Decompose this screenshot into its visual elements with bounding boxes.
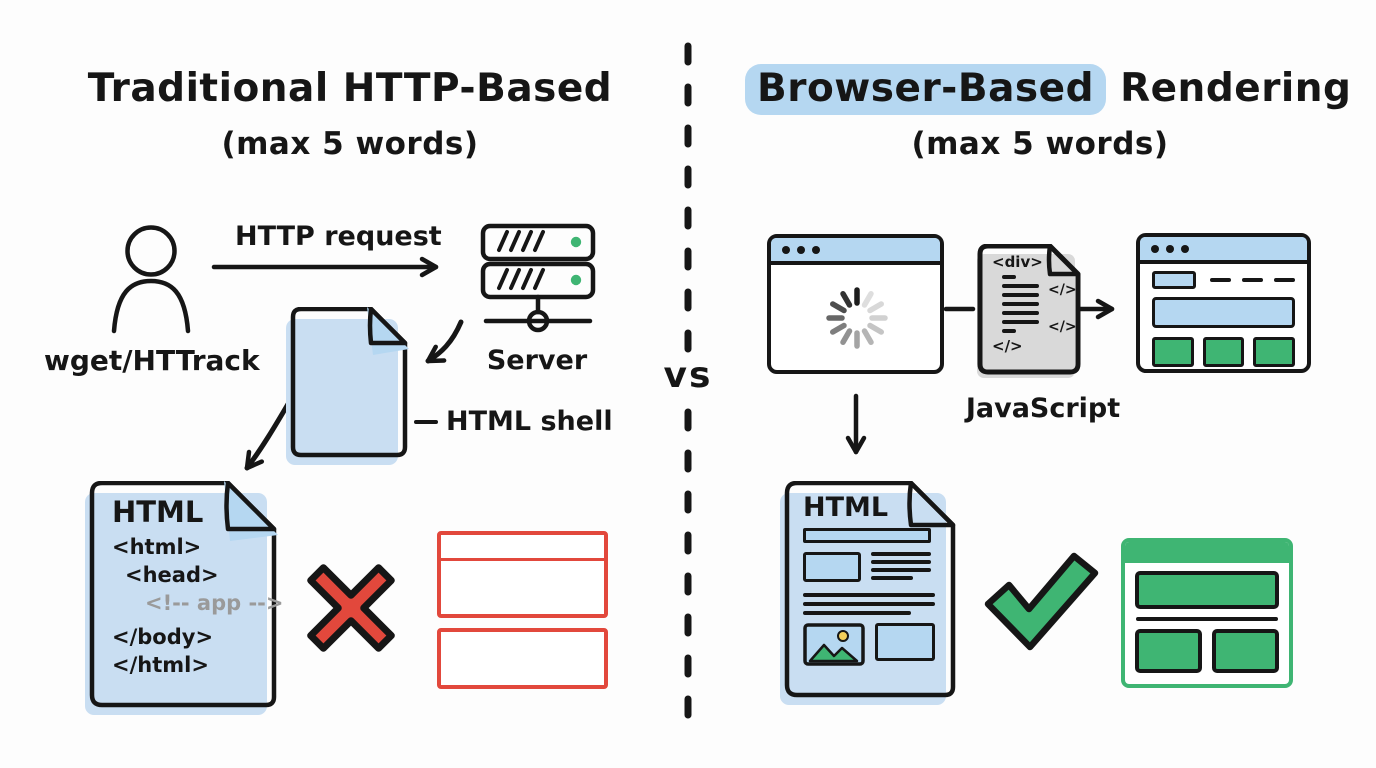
window-dot-icon [1151,244,1159,253]
html-shell-document-icon [286,307,409,465]
document-icon [977,243,1081,378]
browser-titlebar [1140,237,1307,264]
source-code: HTML <html> <head> <!-- app --> </body> … [112,495,284,679]
logo-placeholder [1152,271,1196,289]
js-code-bars [1002,275,1072,333]
wireframe-divider-line [1136,617,1278,621]
text-line [871,576,913,580]
menu-dash [1274,278,1295,282]
js-close-tag: </> [1048,282,1077,298]
js-open-tag: <div> [992,253,1043,271]
js-close-tag: </> [992,337,1023,355]
window-dot-icon [1181,244,1189,253]
check-icon [984,552,1099,651]
card-row [1152,337,1296,367]
text-line [803,593,935,597]
code-bar [1002,275,1016,279]
js-code: <div> </> </> </> [992,253,1077,355]
http-request-label: HTTP request [235,221,442,252]
text-line [803,602,935,606]
image-placeholder-icon [803,623,865,666]
javascript-file-icon: <div> </> </> </> [974,243,1086,384]
card-placeholder [1202,337,1245,367]
server-icon [480,223,596,333]
window-dot-icon [812,245,820,254]
rendered-doc-heading: HTML [803,492,889,523]
wireframe-header-band [1125,542,1289,563]
left-subtitle: (max 5 words) [221,126,479,162]
wireframe-card [1212,629,1279,673]
rendered-wireframe [1121,538,1293,688]
right-title-highlight: Browser-Based [745,64,1106,115]
html-source-document: HTML <html> <head> <!-- app --> </body> … [84,480,284,723]
code-line-comment: <!-- app --> [145,591,284,615]
text-line [871,552,931,556]
html-shell-label: HTML shell [446,406,613,437]
wireframe-header-row [441,535,604,561]
code-bar [1002,293,1039,297]
code-bar [1002,311,1039,315]
code-line: </html> [112,653,209,677]
code-line: <head> [125,563,219,587]
text-line [803,611,911,615]
rendered-html-document: HTML [779,480,963,713]
text-lines [803,593,949,615]
card-placeholder [1152,337,1194,367]
card-placeholder [1253,337,1296,367]
code-bar [1002,320,1039,324]
banner-placeholder [803,528,931,543]
wireframe-hero-block [1135,571,1279,609]
text-lines [871,552,931,584]
empty-wireframe-top [437,531,608,618]
text-line [871,568,931,572]
code-bar [1002,329,1016,333]
menu-dash [1242,278,1263,282]
client-label: wget/HTTrack [44,344,260,377]
code-bar [1002,302,1039,306]
nav-menu-dashes [1210,278,1295,282]
content-box-placeholder [803,552,861,582]
cross-icon [307,564,395,652]
server-label: Server [486,345,588,376]
right-title-rest: Rendering [1120,66,1352,111]
source-doc-heading: HTML [112,495,204,529]
wireframe-card [1135,629,1202,673]
left-title: Traditional HTTP-Based [87,66,613,111]
right-subtitle: (max 5 words) [911,126,1169,162]
window-dot-icon [797,245,805,254]
text-line [871,560,931,564]
content-box-placeholder [875,623,935,661]
hero-placeholder [1152,297,1295,328]
browser-titlebar [771,238,940,265]
person-icon [111,225,191,334]
rendered-doc-content: HTML [803,493,949,666]
shell-pointer-line [414,420,438,424]
code-line: <html> [112,535,202,559]
code-bar [1002,284,1039,288]
right-title: Browser-Based Rendering [745,64,1351,115]
js-close-tag: </> [1048,319,1077,335]
wireframe-card-row [1135,629,1279,673]
document-icon [85,480,278,715]
spinner-icon [826,287,888,349]
server-to-shell-arrow-icon [425,319,464,364]
code-line: </body> [112,625,214,649]
window-dot-icon [1166,244,1174,253]
window-dot-icon [782,245,790,254]
empty-wireframe-bottom [437,628,608,689]
vs-label: vs [663,355,713,396]
browser-window-loading [767,234,944,374]
menu-dash [1210,278,1231,282]
javascript-label: JavaScript [965,393,1121,424]
browser-window-rendered [1136,233,1311,373]
